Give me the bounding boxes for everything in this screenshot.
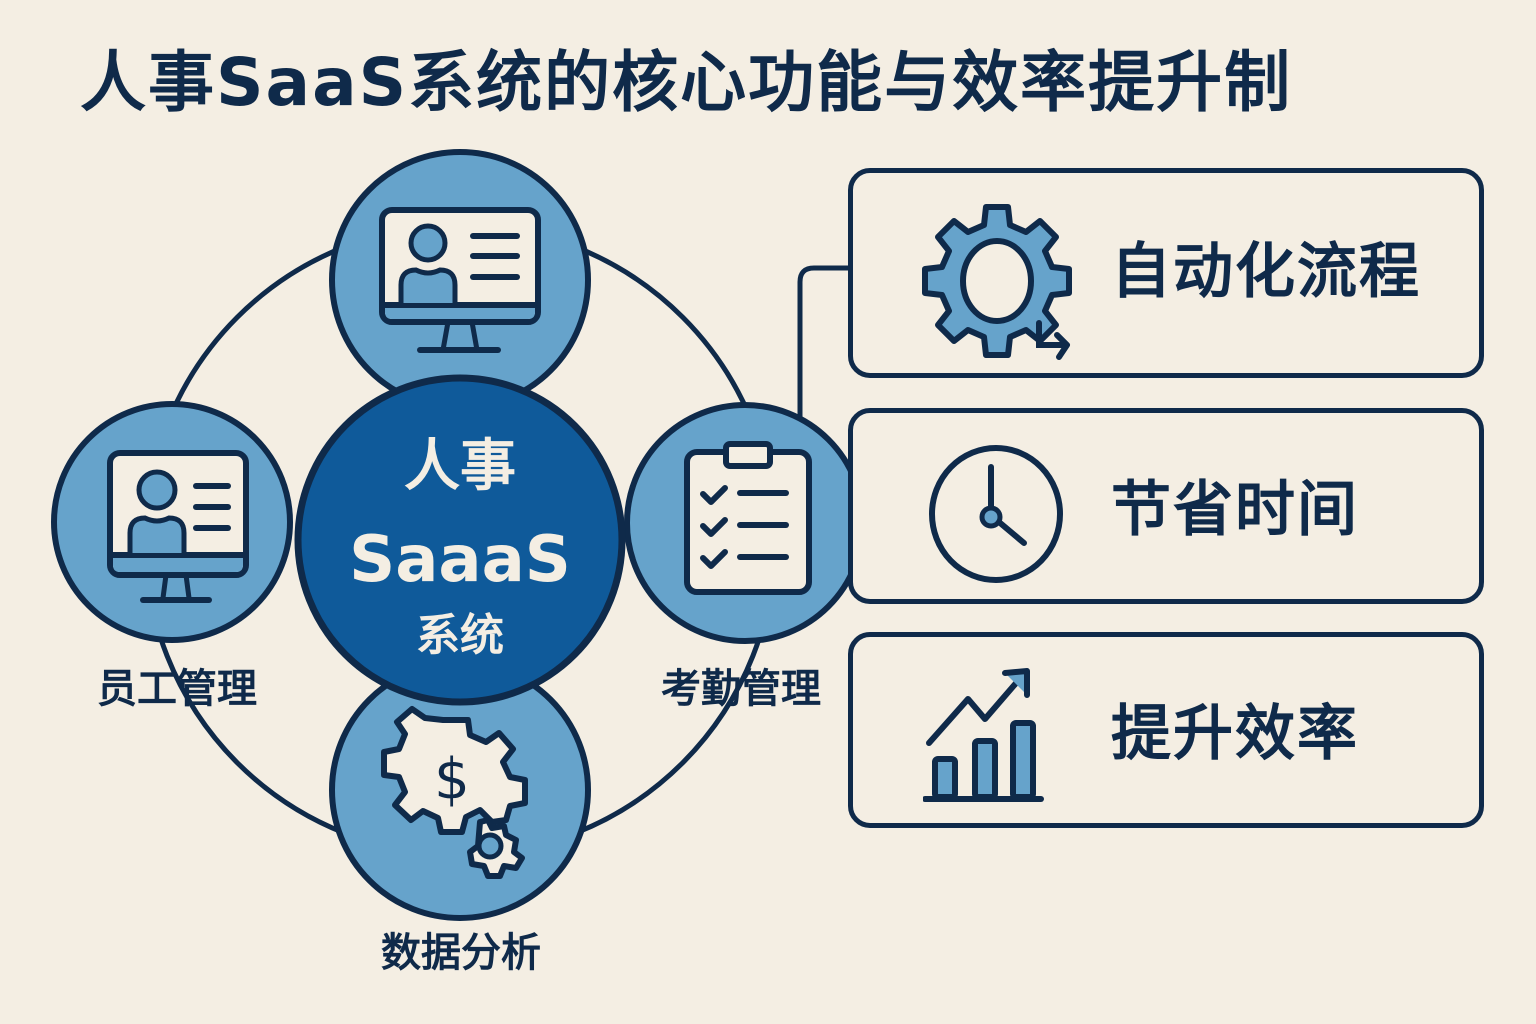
benefit-card-time: 节省时间 <box>848 408 1484 604</box>
gear-dollar-icon: $ <box>381 706 528 879</box>
hub-title-line3: 系统 <box>416 610 504 661</box>
module-right <box>624 402 866 644</box>
growth-chart-icon <box>923 668 1044 802</box>
monitor-profile-icon <box>107 450 249 603</box>
page-title: 人事SaaS系统的核心功能与效率提升制 <box>80 44 1293 121</box>
clock-icon <box>929 445 1063 583</box>
module-bottom: $ <box>329 659 591 921</box>
connector-line <box>797 265 850 418</box>
module-top <box>329 149 591 411</box>
hub-circle <box>294 374 626 706</box>
monitor-profile-icon <box>379 207 541 353</box>
hub-title-line1: 人事 <box>404 434 516 499</box>
benefit-label: 节省时间 <box>1111 475 1359 545</box>
module-label-employee: 员工管理 <box>97 666 257 712</box>
module-label-analytics: 数据分析 <box>381 930 541 976</box>
svg-text:$: $ <box>434 747 470 812</box>
module-left <box>51 401 293 643</box>
module-label-attendance: 考勤管理 <box>661 666 821 712</box>
benefit-card-automation: 自动化流程 <box>848 168 1484 378</box>
hub-title-line2: SaaaS <box>349 523 571 597</box>
benefit-label: 自动化流程 <box>1111 237 1421 307</box>
gear-arrow-icon <box>922 204 1072 360</box>
clipboard-checklist-icon <box>684 441 812 595</box>
benefit-card-efficiency: 提升效率 <box>848 632 1484 828</box>
benefit-label: 提升效率 <box>1111 699 1359 769</box>
